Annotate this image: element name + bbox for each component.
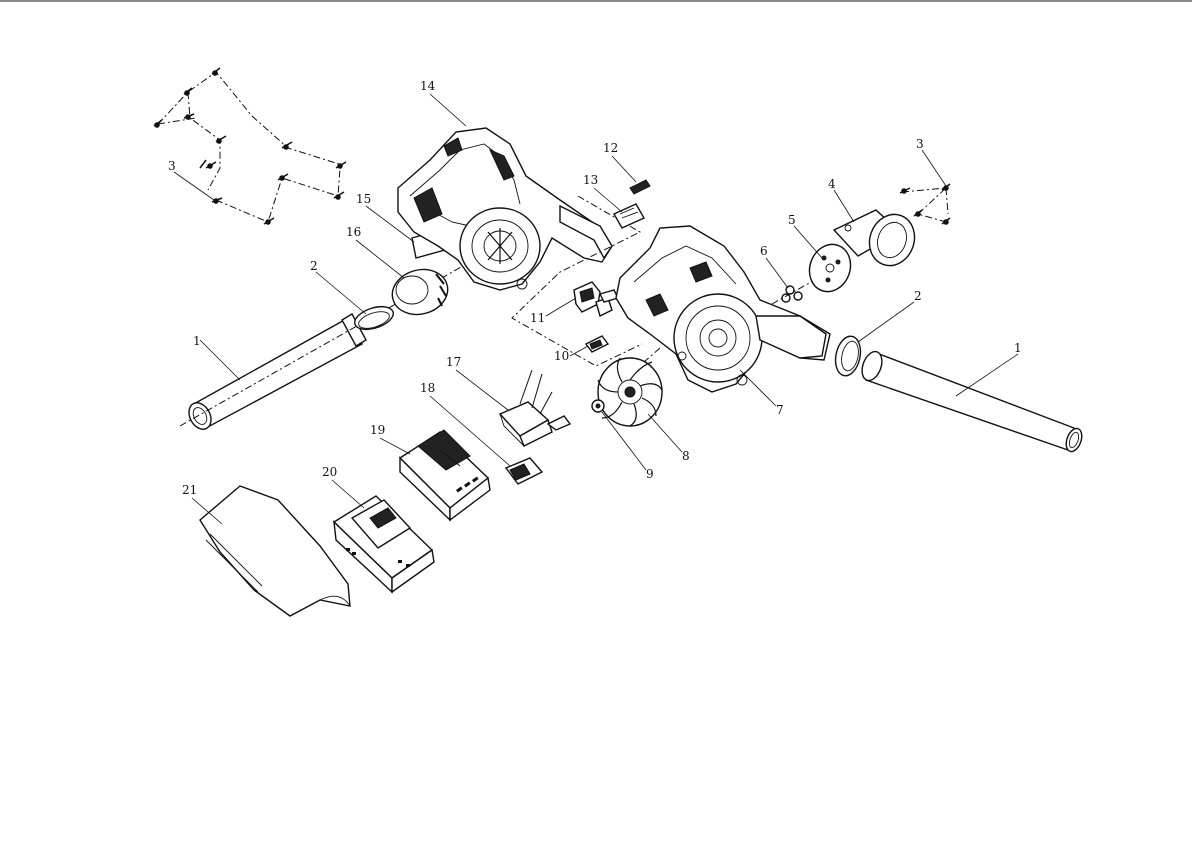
leader-line — [355, 239, 405, 279]
callout-number: 8 — [682, 449, 690, 463]
leader-line — [793, 225, 823, 259]
leader-line — [765, 257, 789, 289]
callout-7: 7 — [739, 369, 784, 417]
callout-17: 17 — [446, 355, 509, 411]
terminal-block — [498, 369, 572, 447]
callout-number: 20 — [322, 465, 337, 479]
callout-number: 4 — [828, 177, 836, 191]
leader-line — [647, 413, 683, 453]
callout-number: 19 — [370, 423, 385, 437]
rear-cover — [832, 209, 916, 267]
callout-number: 12 — [603, 141, 618, 155]
lock-button — [613, 203, 645, 229]
blow-tube-right — [861, 350, 1083, 453]
leader-line — [429, 93, 467, 127]
leader-line — [365, 205, 415, 243]
callout-9: 9 — [601, 411, 654, 481]
fan-impeller — [597, 357, 663, 427]
tube-ring-right — [834, 335, 862, 377]
nozzle-adaptor — [391, 268, 449, 316]
callout-8: 8 — [647, 413, 690, 463]
callout-15: 15 — [356, 192, 415, 243]
callout-number: 1 — [193, 334, 201, 348]
leader-line — [331, 479, 365, 509]
leader-line — [739, 369, 777, 407]
screw-set-right — [899, 183, 951, 225]
leader-line — [199, 339, 241, 381]
connector-block — [584, 335, 610, 353]
callout-5: 5 — [788, 213, 823, 259]
callout-11: 11 — [530, 297, 577, 325]
callout-4: 4 — [828, 177, 855, 223]
leader-line — [173, 171, 215, 201]
callout-number: 9 — [646, 467, 654, 481]
callout-number: 2 — [310, 259, 318, 273]
callout-12: 12 — [603, 141, 637, 183]
callout-14: 14 — [420, 79, 467, 127]
leader-line — [857, 301, 915, 343]
leader-line — [379, 437, 411, 455]
callout-number: 3 — [916, 137, 924, 151]
callout-21: 21 — [182, 483, 223, 525]
callout-18: 18 — [420, 381, 511, 467]
washer — [591, 399, 605, 413]
callout-19: 19 — [370, 423, 411, 455]
leader-line — [611, 155, 637, 183]
leader-line — [921, 149, 947, 187]
callout-number: 1 — [1014, 341, 1022, 355]
callout-number: 6 — [760, 244, 768, 258]
callout-number: 21 — [182, 483, 197, 497]
battery-terminal — [504, 457, 544, 485]
callout-20: 20 — [322, 465, 365, 509]
spring-pin — [629, 179, 651, 195]
leader-line — [315, 271, 367, 315]
callout-10: 10 — [554, 345, 589, 363]
screw-set-left — [153, 67, 347, 225]
leader-line — [429, 395, 511, 467]
housing-left-half — [397, 127, 613, 291]
leader-line — [455, 369, 509, 411]
top-border-line — [0, 0, 1192, 2]
callout-number: 3 — [168, 159, 176, 173]
switch-assembly-guide — [511, 195, 643, 367]
callout-number: 16 — [346, 225, 361, 239]
leader-line — [593, 187, 623, 213]
callout-number: 17 — [446, 355, 461, 369]
callouts: 1 1 2 2 3 3 4 5 6 7 8 9 10 11 12 13 14 1… — [168, 79, 1022, 525]
callout-16: 16 — [346, 225, 405, 279]
callout-1-left: 1 — [193, 334, 241, 381]
callout-2-left: 2 — [310, 259, 367, 315]
callout-number: 5 — [788, 213, 796, 227]
callout-number: 14 — [420, 79, 436, 93]
callout-number: 2 — [914, 289, 922, 303]
callout-2-right: 2 — [857, 289, 922, 343]
callout-3-right: 3 — [916, 137, 947, 187]
callout-number: 10 — [554, 349, 569, 363]
callout-number: 15 — [356, 192, 371, 206]
battery-pack — [398, 429, 491, 522]
callout-number: 11 — [530, 311, 545, 325]
switch-unit — [573, 281, 620, 318]
callout-6: 6 — [760, 244, 789, 289]
callout-number: 7 — [776, 403, 784, 417]
leader-line — [833, 189, 855, 223]
leader-line — [601, 411, 647, 471]
blow-tube-left — [179, 261, 471, 430]
callout-13: 13 — [583, 173, 623, 213]
leader-line — [955, 353, 1019, 397]
battery-charger — [332, 495, 435, 594]
collection-bag — [199, 485, 351, 617]
leader-line — [191, 497, 223, 525]
housing-right-half — [615, 225, 831, 393]
leader-line — [569, 345, 589, 357]
callout-3-left: 3 — [168, 159, 215, 201]
leader-line — [545, 297, 577, 317]
callout-1-right: 1 — [955, 341, 1022, 397]
callout-number: 18 — [420, 381, 435, 395]
mounting-plate — [808, 243, 852, 293]
callout-number: 13 — [583, 173, 598, 187]
